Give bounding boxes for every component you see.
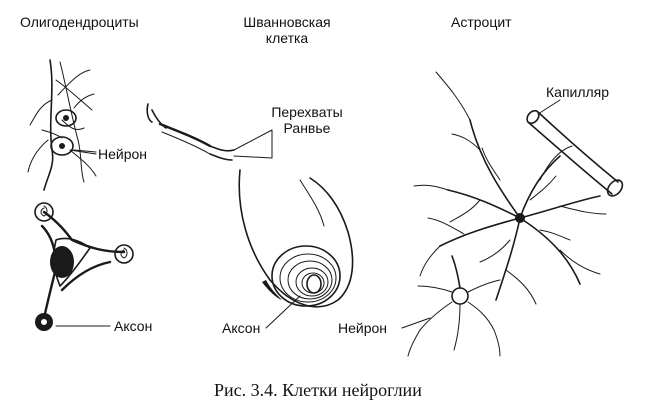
label-capillary: Капилляр bbox=[546, 84, 610, 100]
neuron-right-leader bbox=[401, 317, 431, 329]
oligodendrocyte-neuron-drawing bbox=[27, 59, 97, 191]
label-axon-middle: Аксон bbox=[222, 320, 261, 336]
label-schwann-line1: Шванновская bbox=[243, 14, 331, 30]
schwann-cell-drawing bbox=[146, 103, 354, 308]
label-oligodendrocytes: Олигодендроциты bbox=[20, 14, 139, 30]
astrocyte-drawing bbox=[407, 71, 624, 357]
axon-middle-leader bbox=[265, 295, 301, 329]
label-astrocyte: Астроцит bbox=[451, 14, 512, 30]
neuron-left-leader bbox=[69, 149, 97, 155]
label-nodes-of-ranvier: Перехваты Ранвье bbox=[262, 104, 352, 136]
label-schwann-cell: Шванновская клетка bbox=[232, 14, 342, 46]
label-neuron-left: Нейрон bbox=[98, 146, 148, 162]
label-nodes-line1: Перехваты bbox=[271, 104, 343, 120]
label-schwann-line2: клетка bbox=[265, 30, 309, 46]
label-nodes-line2: Ранвье bbox=[283, 120, 331, 136]
oligodendrocyte-myelin-drawing bbox=[34, 202, 134, 331]
label-axon-left: Аксон bbox=[114, 318, 153, 334]
figure-caption: Рис. 3.4. Клетки нейроглии bbox=[214, 380, 422, 400]
label-neuron-right: Нейрон bbox=[338, 320, 388, 336]
